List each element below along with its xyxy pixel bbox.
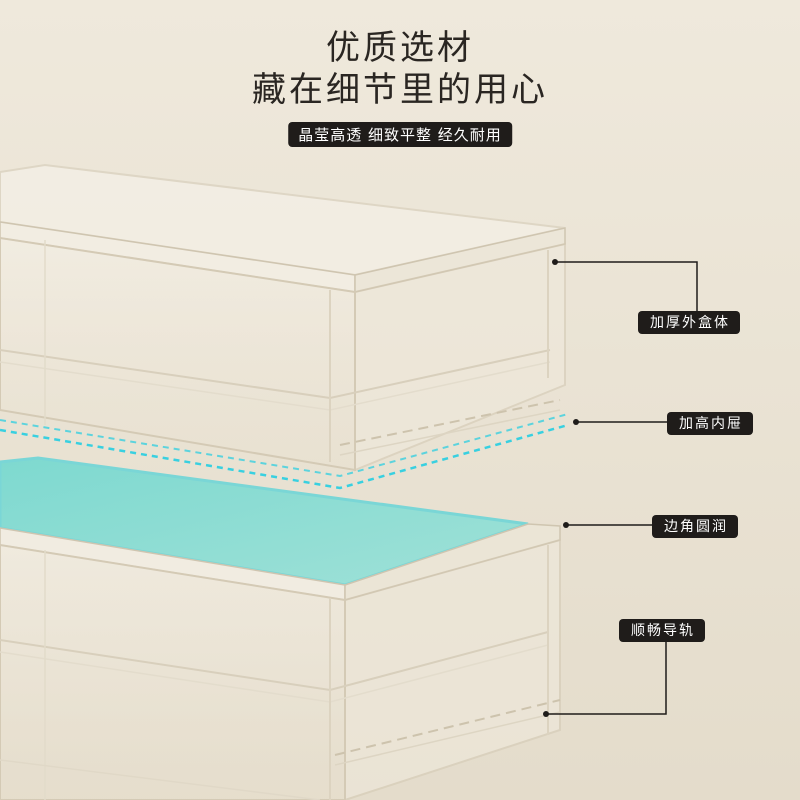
lower-outer-box (0, 456, 561, 800)
inner-layer-outline (0, 413, 569, 490)
callout-line-outer (552, 259, 698, 319)
callout-rounded-corners: 边角圆润 (652, 515, 738, 538)
headline-line-2: 藏在细节里的用心 (252, 70, 548, 110)
callout-line-rail (543, 638, 667, 717)
callout-inner-layer: 加高内屉 (667, 412, 753, 435)
upper-outer-box (0, 163, 566, 472)
callout-smooth-rails: 顺畅导轨 (619, 619, 705, 642)
callout-line-corner (563, 522, 653, 528)
callout-outer-box: 加厚外盒体 (638, 311, 740, 334)
headline-line-1: 优质选材 (326, 28, 474, 68)
tagline-badge: 晶莹高透 细致平整 经久耐用 (288, 122, 512, 147)
callout-line-inner (573, 419, 668, 425)
